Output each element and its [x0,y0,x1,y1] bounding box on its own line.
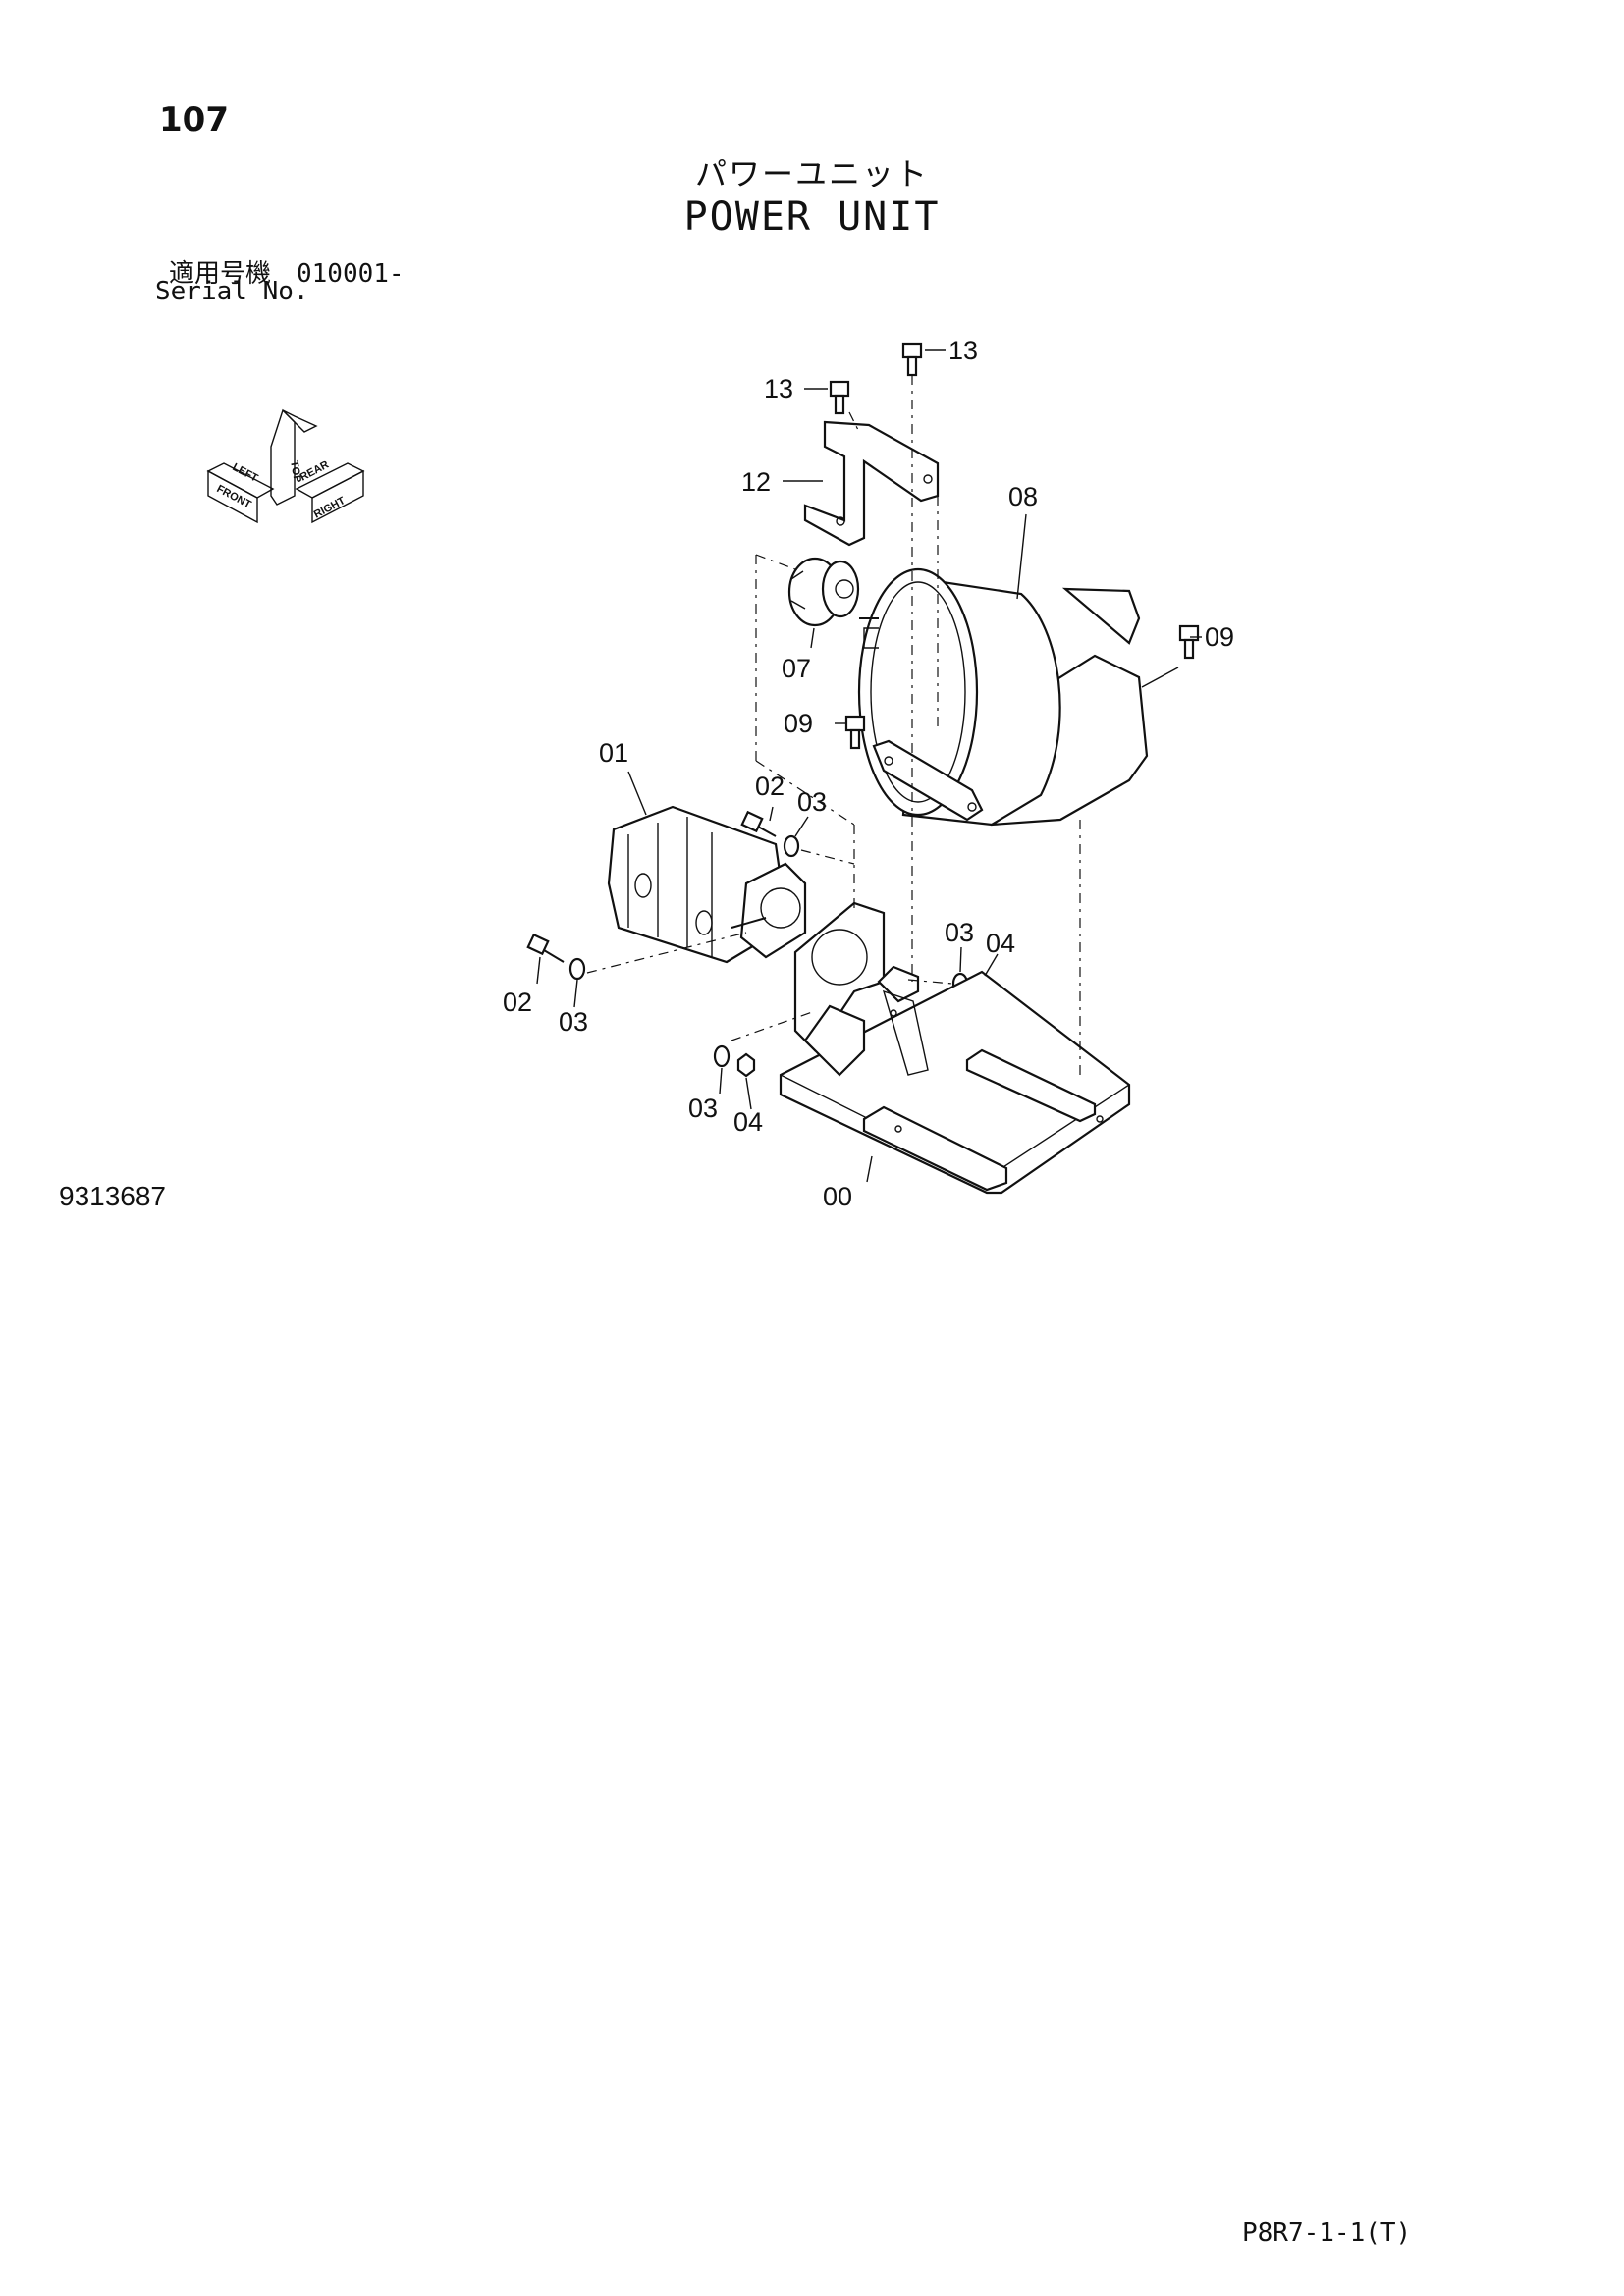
base-plate-00 [779,901,1131,1195]
callout-01: 01 [599,738,628,768]
serial-label-english: Serial No. [155,277,309,306]
callout-13: 13 [948,336,978,365]
callouts: 13 13 12 08 09 07 09 01 02 03 03 04 02 0… [503,336,1234,1211]
bolt-13-upper [901,342,923,377]
front-label: FRONT [215,483,253,511]
callout-09: 09 [784,709,813,738]
nut-04-bottom [736,1052,756,1078]
callout-02: 02 [755,772,785,801]
page-number: 107 [159,100,229,139]
callout-03: 03 [945,918,974,947]
pump-01 [607,805,807,964]
title-japanese: パワーユニット [694,155,929,192]
callout-08: 08 [1008,482,1038,511]
alignment-lines [586,375,1081,1080]
callout-00: 00 [823,1182,852,1211]
right-label: RIGHT [312,495,348,521]
bolt-09-right [1178,624,1200,660]
page-reference: P8R7-1-1(T) [1242,2218,1412,2248]
bolt-02-lower [526,933,565,963]
callout-04: 04 [733,1107,763,1137]
bolt-02-upper [740,810,777,837]
washer-03-upper [783,834,800,858]
callout-02: 02 [503,988,532,1017]
callout-09: 09 [1205,622,1234,652]
callout-04: 04 [986,929,1015,958]
top-label: TOP [288,459,303,483]
washer-03-bottom [713,1044,731,1068]
bolt-13-left [829,380,850,415]
serial-label-japanese: 適用号機 010001- [169,259,405,289]
callout-07: 07 [782,654,811,683]
callout-03: 03 [688,1094,718,1123]
drawing-number: 9313687 [59,1181,167,1211]
bolt-09-lower [844,715,866,750]
cover-12 [803,420,940,547]
left-label: LEFT [231,461,260,485]
leader-lines [536,349,1202,1183]
washer-03-lower-left [568,957,586,981]
motor-08 [857,567,1149,827]
orientation-arrows-icon: FRONT RIGHT TOP LEFT REAR [206,408,365,524]
title-english: POWER UNIT [683,194,941,240]
callout-03: 03 [559,1007,588,1037]
callout-12: 12 [741,467,771,497]
callout-13: 13 [764,374,793,403]
callout-03: 03 [797,787,827,817]
coupling-07 [787,557,860,627]
